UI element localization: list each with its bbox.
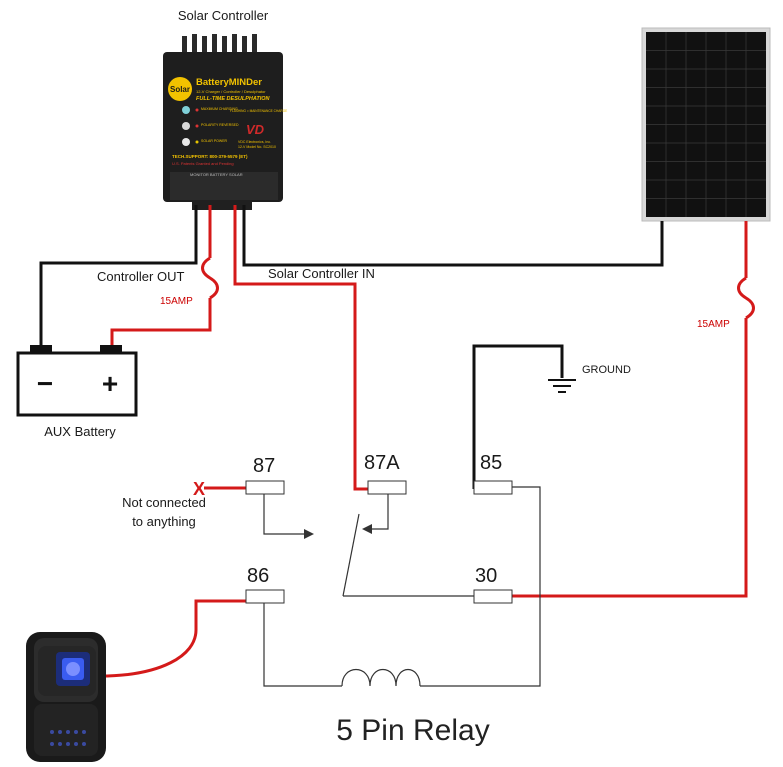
fuse-left-symbol — [201, 256, 219, 300]
pin-87-label: 87 — [253, 455, 275, 477]
relay: 87 87A 85 86 30 — [245, 452, 541, 687]
led-polarity-reversed — [182, 122, 190, 130]
rocker-switch — [26, 632, 106, 762]
fuse-right-symbol — [737, 276, 755, 320]
pin-85-label: 85 — [480, 452, 502, 474]
wire-solar-controller-in — [233, 205, 368, 491]
led3-label: SOLAR POWER — [201, 139, 228, 143]
not-connected-label-1: Not connected — [122, 495, 206, 510]
solar-controller-in-label: Solar Controller IN — [268, 266, 375, 281]
vdc-logo: VD — [246, 122, 265, 137]
solar-badge — [168, 77, 192, 101]
pin-87a-label: 87A — [364, 452, 400, 474]
model-label: 12-V Model No. SC2010 — [238, 145, 276, 149]
relay-armature — [342, 513, 360, 597]
ground-symbol — [548, 379, 576, 393]
pin-86-tab — [245, 589, 285, 604]
battery-minus-sign: − — [37, 368, 53, 399]
aux-battery: − + — [16, 345, 138, 417]
ground-label: GROUND — [582, 364, 631, 376]
pin-30-tab — [473, 589, 513, 604]
led-solar-power — [182, 138, 190, 146]
pin-87a-tab — [367, 480, 407, 495]
pin-87-tab — [245, 480, 285, 495]
controller-tagline: FULL-TIME DESULPHATION — [196, 96, 271, 102]
battery-plus-sign: + — [102, 368, 118, 399]
flash-label: FLASHING = MAINTENANCE CHARGE — [230, 109, 287, 113]
pin-30-label: 30 — [475, 565, 497, 587]
bottom-label: MONITOR BATTERY SOLAR — [190, 172, 243, 177]
led-maximum-charging — [182, 106, 190, 114]
controller-subtitle: 12-V Charger / Controller / Desulphator — [196, 89, 266, 94]
fuse-left-label: 15AMP — [160, 296, 193, 307]
fuse-right-label: 15AMP — [697, 319, 730, 330]
wire-battery-negative — [39, 205, 198, 350]
relay-title: 5 Pin Relay — [336, 714, 489, 747]
wire-battery-positive — [110, 298, 212, 350]
pin-86-label: 86 — [247, 565, 269, 587]
not-connected-label-2: to anything — [132, 514, 196, 529]
not-connected-x: X — [193, 479, 205, 499]
controller-brand: BatteryMINDer — [196, 77, 262, 88]
solar-badge-text: Solar — [170, 85, 190, 94]
aux-battery-label: AUX Battery — [44, 424, 116, 439]
support-label: TECH.SUPPORT: 800-379-5579 (ET) — [172, 154, 248, 159]
led1-label: MAXIMUM CHARGING — [201, 107, 238, 111]
led2-label: POLARITY REVERSED — [201, 123, 239, 127]
solar-controller-label: Solar Controller — [178, 8, 269, 23]
wire-relay-30 — [512, 318, 748, 598]
maker-label: VDC Electronics, Inc. — [238, 140, 271, 144]
wire-ground — [472, 344, 564, 489]
patents-label: U.S. Patents Granted and Pending — [172, 161, 234, 166]
solar-controller-device: Solar BatteryMINDer 12-V Charger / Contr… — [163, 34, 287, 210]
solar-panel — [641, 27, 771, 222]
wire-switch-86 — [99, 599, 248, 678]
wire-solar-negative — [242, 205, 664, 267]
relay-coil — [341, 669, 421, 687]
controller-out-label: Controller OUT — [97, 269, 184, 284]
pin-85-tab — [473, 480, 513, 495]
